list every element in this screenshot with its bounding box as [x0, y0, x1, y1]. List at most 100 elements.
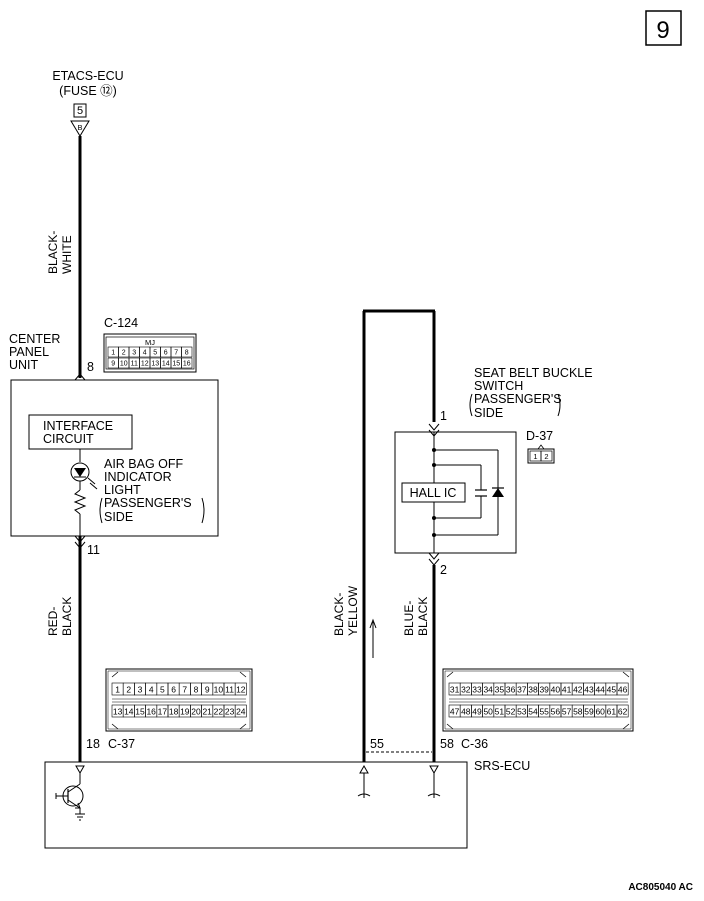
connector-pin-number: 46 — [618, 685, 628, 695]
c124-mark: MJ — [145, 338, 155, 347]
connector-pin-number: 44 — [595, 685, 605, 695]
seatbelt-line3: PASSENGER'S — [474, 392, 562, 406]
connector-pin-number: 32 — [461, 685, 471, 695]
d37-connector: 1 2 — [527, 444, 555, 464]
connector-pin-number: 13 — [151, 361, 159, 368]
connector-pin-number: 5 — [160, 685, 165, 695]
connector-pin-number: 4 — [149, 685, 154, 695]
connector-pin-number: 45 — [607, 685, 617, 695]
page-number-box: 9 — [645, 10, 682, 46]
connector-pin-number: 3 — [138, 685, 143, 695]
connector-pin-number: 12 — [141, 361, 149, 368]
seatbelt-line1: SEAT BELT BUCKLE — [474, 366, 593, 380]
connector-pin-number: 43 — [584, 685, 594, 695]
lamp-line5: SIDE — [104, 510, 133, 524]
power-source-connector: B — [77, 123, 82, 132]
connector-pin-number: 38 — [528, 685, 538, 695]
connector-pin-number: 11 — [225, 685, 234, 695]
connector-pin-number: 1 — [115, 685, 120, 695]
connector-pin-number: 52 — [506, 707, 516, 717]
c36-pin-a: 55 — [370, 737, 384, 751]
connector-pin-number: 8 — [185, 350, 189, 357]
connector-pin-number: 48 — [461, 707, 471, 717]
srs-ecu-label: SRS-ECU — [474, 759, 530, 773]
connector-pin-number: 59 — [584, 707, 594, 717]
diode-icon — [492, 487, 504, 497]
connector-pin-number: 56 — [551, 707, 561, 717]
connector-pin-number: 15 — [172, 361, 180, 368]
c36-name: C-36 — [461, 737, 488, 751]
connector-pin-number: 14 — [124, 707, 134, 717]
connector-pin-number: 18 — [169, 707, 179, 717]
connector-pin-number: 23 — [225, 707, 235, 717]
lamp-line3: LIGHT — [104, 483, 141, 497]
seatbelt-pin-out: 2 — [440, 563, 447, 577]
connector-pin-number: 22 — [214, 707, 224, 717]
interface-line1: INTERFACE — [43, 419, 113, 433]
connector-pin-number: 50 — [483, 707, 493, 717]
connector-cell — [181, 346, 193, 358]
connector-pin-number: 31 — [450, 685, 460, 695]
connector-pin-number: 53 — [517, 707, 527, 717]
connector-pin-number: 42 — [573, 685, 583, 695]
wire-right-line2: BLACK — [416, 597, 430, 636]
lamp-line4: PASSENGER'S — [104, 496, 192, 510]
wire-right-line1: BLUE- — [402, 601, 416, 636]
connector-cell — [616, 704, 629, 718]
connector-pin-number: 12 — [236, 685, 246, 695]
diagram-id: AC805040 AC — [628, 882, 693, 893]
center-panel-title-3: UNIT — [9, 358, 39, 372]
connector-pin-number: 24 — [236, 707, 246, 717]
connector-pin-number: 11 — [131, 361, 138, 368]
connector-pin-number: 20 — [191, 707, 201, 717]
seatbelt-line4: SIDE — [474, 406, 503, 420]
seatbelt-switch-box: HALL IC — [394, 423, 517, 566]
indicator-led-icon — [70, 462, 98, 490]
seatbelt-line2: SWITCH — [474, 379, 523, 393]
wire-mid-line1: BLACK- — [332, 593, 346, 636]
wire-mid-line2: YELLOW — [346, 585, 360, 636]
lamp-line1: AIR BAG OFF — [104, 457, 184, 471]
wire-left-lower-line2: BLACK — [60, 597, 74, 636]
current-direction-arrow-icon — [369, 618, 377, 658]
connector-pin-number: 9 — [205, 685, 210, 695]
hall-ic-label: HALL IC — [410, 486, 457, 500]
lamp-line2: INDICATOR — [104, 470, 172, 484]
connector-pin-number: 16 — [183, 361, 191, 368]
connector-pin-number: 7 — [182, 685, 187, 695]
connector-pin-number: 14 — [162, 361, 170, 368]
connector-pin-number: 57 — [562, 707, 572, 717]
d37-name: D-37 — [526, 429, 553, 443]
mid-wire — [362, 309, 436, 762]
d37-pin-2: 2 — [544, 452, 548, 461]
center-panel-pin-out: 11 — [87, 543, 100, 557]
connector-cell — [234, 704, 247, 718]
d37-pin-1: 1 — [533, 452, 537, 461]
connector-pin-number: 54 — [528, 707, 538, 717]
connector-pin-number: 51 — [495, 707, 505, 717]
connector-pin-number: 37 — [517, 685, 527, 695]
connector-pin-number: 4 — [143, 350, 147, 357]
connector-pin-number: 9 — [111, 361, 115, 368]
connector-pin-number: 34 — [483, 685, 493, 695]
connector-pin-number: 60 — [595, 707, 605, 717]
interface-line2: CIRCUIT — [43, 432, 94, 446]
wire-top-color-line1: BLACK- — [46, 231, 60, 274]
connector-pin-number: 6 — [164, 350, 168, 357]
power-source-terminal: 5 — [77, 105, 83, 117]
connector-pin-number: 8 — [194, 685, 199, 695]
page-number: 9 — [656, 17, 669, 44]
connector-pin-number: 35 — [495, 685, 505, 695]
power-source: ETACS-ECU (FUSE ⑫) 5 B — [52, 69, 124, 137]
connector-pin-number: 1 — [111, 350, 115, 357]
connector-pin-number: 49 — [472, 707, 482, 717]
connector-pin-number: 39 — [539, 685, 549, 695]
connector-pin-number: 62 — [618, 707, 628, 717]
interface-circuit: INTERFACE CIRCUIT — [28, 414, 133, 450]
connector-pin-number: 15 — [135, 707, 145, 717]
connector-pin-number: 6 — [171, 685, 176, 695]
connector-pin-number: 40 — [551, 685, 561, 695]
c37-name: C-37 — [108, 737, 135, 751]
